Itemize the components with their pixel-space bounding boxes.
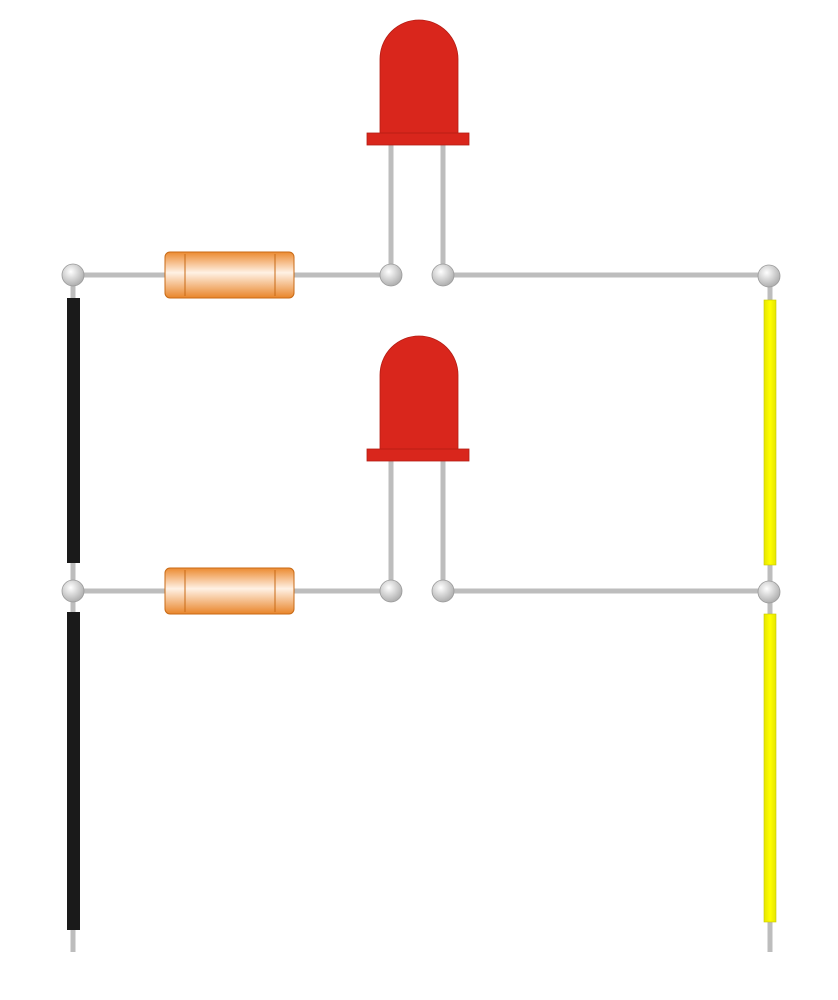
junction-node	[431, 579, 455, 603]
yellow-wire	[763, 613, 777, 923]
yellow-wire	[763, 299, 777, 566]
resistor-body	[164, 251, 295, 299]
led-body	[379, 19, 459, 135]
led-body	[379, 335, 459, 451]
led-flange	[366, 132, 470, 146]
resistor-body	[164, 567, 295, 615]
junction-node	[757, 580, 781, 604]
junction-node	[757, 264, 781, 288]
junction-node	[431, 263, 455, 287]
junction-node	[379, 579, 403, 603]
black-wire	[67, 612, 80, 930]
junction-node	[61, 263, 85, 287]
junction-node	[379, 263, 403, 287]
black-wire	[67, 298, 80, 563]
led-flange	[366, 448, 470, 462]
junction-node	[61, 579, 85, 603]
